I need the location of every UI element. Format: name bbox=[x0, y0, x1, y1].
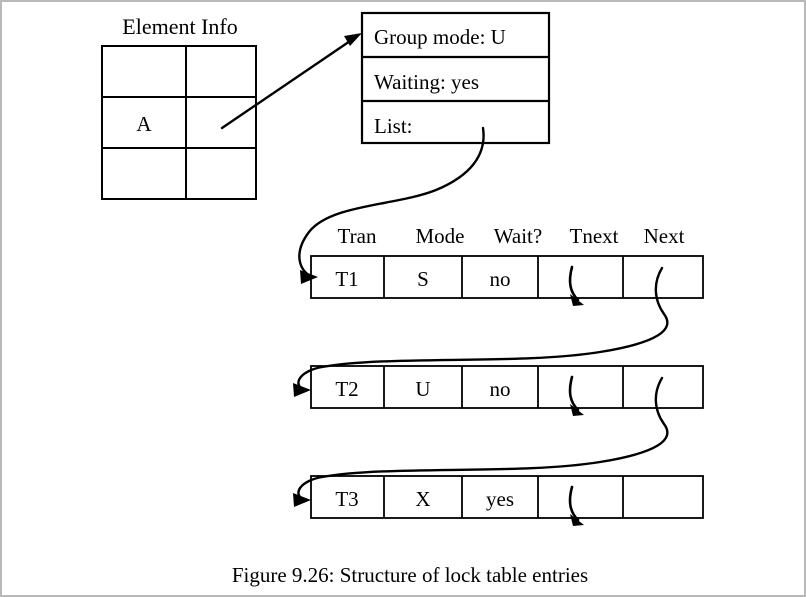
header-wait: Wait? bbox=[494, 224, 542, 248]
row1-wait: no bbox=[490, 267, 511, 291]
row3-tnext-hook bbox=[568, 485, 584, 526]
lock-table-row-1: T1 S no bbox=[310, 255, 704, 299]
row1-tran: T1 bbox=[335, 267, 358, 291]
header-tran: Tran bbox=[338, 224, 377, 248]
row1-mode: S bbox=[417, 267, 429, 291]
lock-entry-box: Group mode: U Waiting: yes List: bbox=[360, 11, 551, 145]
element-info-grid-outline bbox=[101, 45, 257, 200]
row1-outline bbox=[310, 255, 704, 299]
row2-outline bbox=[310, 365, 704, 409]
list-to-row1-arrowhead bbox=[300, 270, 318, 284]
lock-entry-box-outline bbox=[360, 11, 551, 145]
lock-entry-group-mode: Group mode: U bbox=[374, 25, 506, 49]
row1-tnext-hook bbox=[568, 265, 584, 306]
row3-tnext-arrowhead bbox=[570, 514, 584, 526]
header-next: Next bbox=[644, 224, 685, 248]
header-mode: Mode bbox=[416, 224, 465, 248]
row2-next-pointer bbox=[293, 376, 669, 507]
row1-next-arrowhead bbox=[293, 383, 311, 397]
lock-table-headers: Tran Mode Wait? Tnext Next bbox=[338, 224, 685, 248]
row1-tnext-arrowhead bbox=[570, 294, 584, 306]
row3-wait: yes bbox=[486, 487, 514, 511]
row2-tnext-hook bbox=[568, 375, 584, 416]
row2-next-arrowhead bbox=[293, 493, 311, 507]
lock-entry-waiting: Waiting: yes bbox=[374, 70, 479, 94]
figure-caption: Figure 9.26: Structure of lock table ent… bbox=[232, 563, 588, 587]
element-to-entry-arrowhead bbox=[344, 33, 362, 46]
row2-tran: T2 bbox=[335, 377, 358, 401]
row1-next-pointer bbox=[293, 266, 669, 397]
row2-mode: U bbox=[415, 377, 430, 401]
element-info-cell-a: A bbox=[136, 112, 152, 136]
lock-table-row-2: T2 U no bbox=[310, 365, 704, 409]
lock-entry-list: List: bbox=[374, 114, 413, 138]
row2-wait: no bbox=[490, 377, 511, 401]
row3-mode: X bbox=[415, 487, 430, 511]
list-to-row1-pointer bbox=[298, 126, 485, 284]
element-info-grid: A bbox=[101, 45, 257, 200]
header-tnext: Tnext bbox=[570, 224, 619, 248]
element-to-entry-arrow bbox=[220, 33, 362, 130]
element-info-title: Element Info bbox=[122, 14, 237, 39]
lock-table-row-3: T3 X yes bbox=[310, 475, 704, 519]
row3-outline bbox=[310, 475, 704, 519]
row2-tnext-arrowhead bbox=[570, 404, 584, 416]
row3-tran: T3 bbox=[335, 487, 358, 511]
